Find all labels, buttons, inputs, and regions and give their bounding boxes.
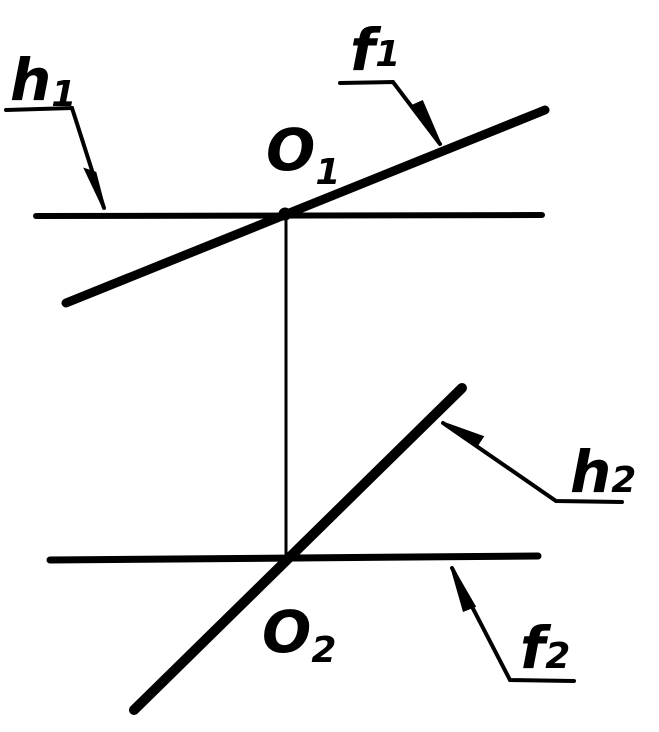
f1-leader [338, 79, 442, 146]
o2-point [280, 554, 292, 566]
f2-label: f2 [520, 614, 570, 682]
o1-label: O1 [266, 116, 340, 193]
f2-leader [450, 566, 576, 683]
h2-line [129, 383, 467, 715]
f1-label: f1 [350, 16, 400, 84]
h1-leader [4, 105, 106, 210]
h1-label: h1 [10, 46, 76, 115]
h2-label: h2 [570, 438, 636, 506]
o2-label: O2 [262, 598, 336, 671]
f1-line [61, 105, 550, 308]
h2-leader [441, 421, 624, 504]
